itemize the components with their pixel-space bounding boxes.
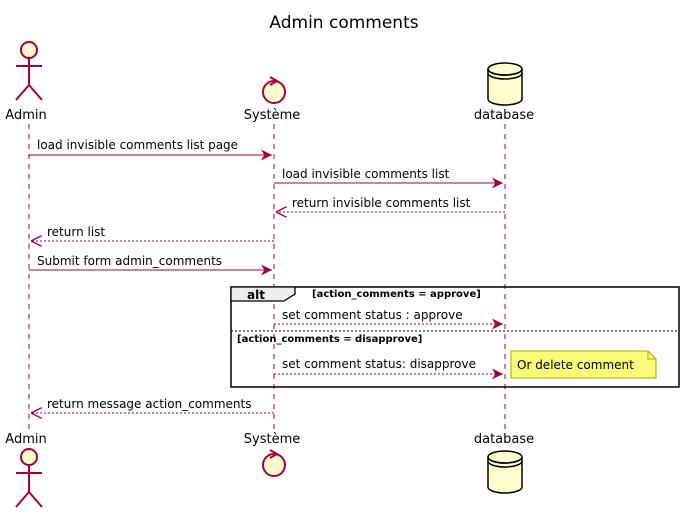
database-label-bottom: database (474, 432, 534, 447)
database-icon-top (487, 62, 523, 106)
note-text: Or delete comment (517, 358, 634, 372)
message-label: return list (47, 225, 105, 239)
admin-label-top: Admin (5, 108, 46, 123)
diagram-title: Admin comments (269, 13, 418, 33)
alt-guard-approve: [action_comments = approve] (312, 289, 481, 300)
database-icon-bottom (487, 450, 523, 494)
message-label: return message action_comments (47, 397, 251, 411)
systeme-label-bottom: Système (244, 432, 300, 447)
message-label: Submit form admin_comments (37, 254, 222, 268)
admin-actor-bottom (15, 448, 43, 508)
note (510, 350, 657, 379)
systeme-label-top: Système (244, 108, 300, 123)
message-label: load invisible comments list page (37, 138, 238, 152)
message-label: set comment status : approve (282, 308, 463, 322)
database-label-top: database (474, 108, 534, 123)
admin-actor-top (15, 41, 43, 101)
admin-label-bottom: Admin (5, 432, 46, 447)
alt-fragment (230, 286, 680, 388)
message-label: return invisible comments list (292, 196, 471, 210)
message-label: load invisible comments list (282, 167, 450, 181)
systeme-control-bottom (262, 449, 286, 477)
alt-keyword: alt (247, 288, 265, 302)
alt-guard-disapprove: [action_comments = disapprove] (237, 334, 422, 345)
message-label: set comment status: disapprove (282, 357, 476, 371)
systeme-control-top (262, 76, 286, 104)
